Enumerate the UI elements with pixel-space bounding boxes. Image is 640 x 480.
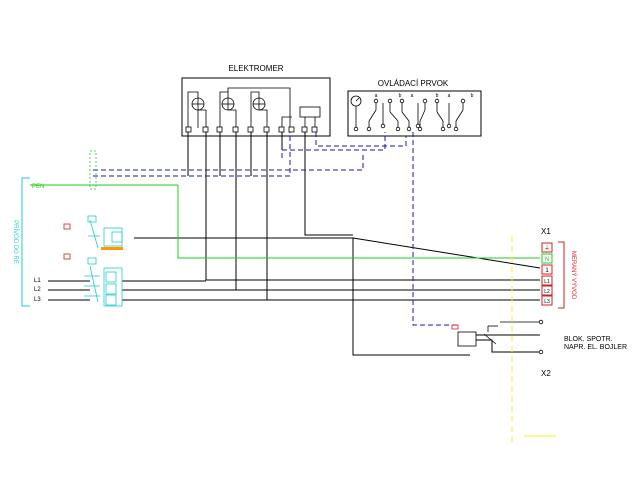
terminal-label: L1 [544,279,550,285]
switch-letter: b [436,93,439,99]
elektromer-title: ELEKTROMER [228,64,283,73]
terminal-label: N [545,257,549,263]
relay-red-mark [451,324,459,330]
elektromer-box [181,77,331,137]
switch-letter: a [411,93,414,99]
terminal-label: ⏚ [544,245,550,252]
x1-label: X1 [541,227,551,236]
terminal-strip: ⏚ N 1 L1 L2 L3 [541,242,553,306]
pen-label: PEN [32,184,44,190]
breaker-orange-tag [101,247,123,250]
blue-control-wiring [93,132,460,326]
switch-letter: a [448,93,451,99]
switch-letter: b [471,93,474,99]
relay-coil [457,321,540,347]
blok-label-2: NAPR. EL. BOJLER [564,344,627,351]
switch-letter: b [399,93,402,99]
yellow-boundary [511,236,556,444]
control-switch-contacts [368,103,464,128]
x2-terminals [538,319,544,355]
merany-vyvod-bracket [558,241,565,309]
pen-rail [89,150,97,190]
l1-label: L1 [34,278,41,284]
terminal-label: 1 [545,268,549,274]
control-switch-letters: a b a b a b [375,93,474,99]
ovladaci-prvok-box [347,90,482,137]
breaker-red-marks [63,223,71,260]
l3-label: L3 [34,297,41,303]
privod-label: PRÍVOD DO RE [12,220,19,264]
terminal-label: L3 [544,299,550,305]
merany-vyvod-label: MERANÝ VÝVOD [570,251,577,300]
terminal-label: L2 [544,289,550,295]
breaker-symbols [84,215,123,307]
switch-letter: a [375,93,378,99]
black-wiring [48,132,541,356]
pen-wiring [30,184,540,259]
blok-label-1: BLOK. SPOTR. [564,336,613,343]
supply-bracket [21,177,30,307]
control-clock-icon [350,95,362,128]
control-terminal-dots [353,98,466,132]
meter-terminals [185,126,318,133]
l2-label: L2 [34,287,41,293]
meter-coils [187,87,321,128]
ovladaci-prvok-title: OVLÁDACÍ PRVOK [378,79,449,88]
x2-label: X2 [541,369,551,378]
